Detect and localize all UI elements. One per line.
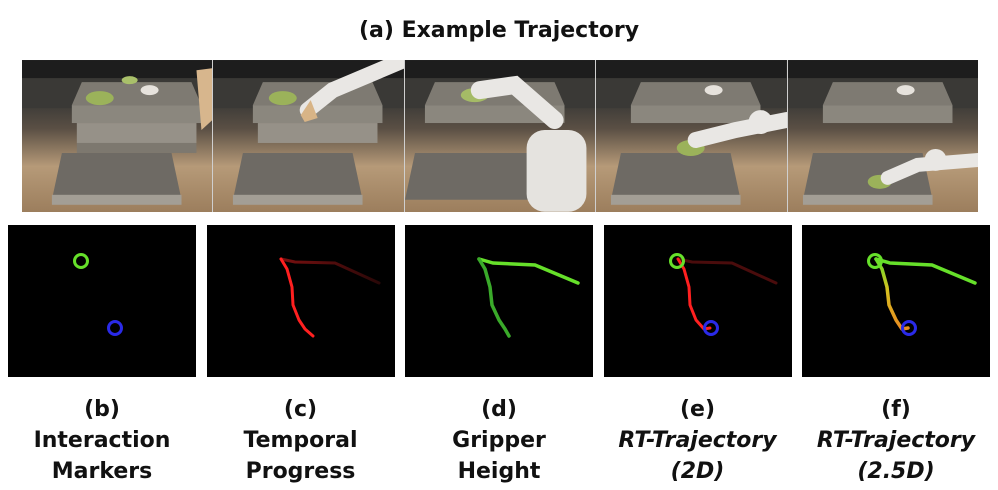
- frame-5-scene: [787, 60, 979, 205]
- caption-rt-trajectory-2d: (e) RT-Trajectory (2D): [604, 394, 792, 487]
- caption-line-2: (2.5D): [857, 459, 935, 484]
- progress-path-lower: [279, 257, 314, 338]
- caption-line-1: Gripper: [452, 428, 546, 453]
- panel-interaction-markers: [8, 225, 196, 377]
- frame-1-scene: [22, 60, 213, 205]
- caption-gripper-height: (d) Gripper Height: [405, 394, 593, 487]
- trajectory-representation-panels: [8, 225, 990, 377]
- panel-gripper-height: [405, 225, 593, 377]
- caption-interaction-markers: (b) Interaction Markers: [8, 394, 196, 487]
- trajectory-frame-4: [595, 60, 787, 212]
- traj2d-path-upper: [676, 257, 777, 285]
- caption-line-2: Height: [457, 459, 541, 484]
- start-marker: [867, 253, 883, 269]
- caption-letter: (c): [283, 397, 318, 422]
- trajectory-frame-1: [22, 60, 213, 212]
- end-marker: [901, 320, 917, 336]
- caption-line-2: Markers: [51, 459, 153, 484]
- trajectory-frame-5: [786, 60, 979, 212]
- caption-letter: (b): [84, 397, 120, 422]
- caption-line-1: RT-Trajectory: [816, 428, 976, 453]
- panel-rt-trajectory-2-5d: [802, 225, 990, 377]
- traj2d-path-lower: [676, 257, 711, 331]
- figure-title: (a) Example Trajectory: [358, 18, 640, 43]
- start-marker: [668, 253, 685, 269]
- end-marker: [107, 320, 123, 336]
- height-path-lower: [477, 257, 511, 338]
- caption-temporal-progress: (c) Temporal Progress: [207, 394, 395, 487]
- trajectory-photo-strip: [22, 60, 979, 212]
- caption-letter: (d): [481, 397, 517, 422]
- traj25d-path-lower: [874, 257, 910, 331]
- frame-4-scene: [596, 60, 787, 205]
- panel-rt-trajectory-2d: [603, 225, 792, 377]
- caption-line-2: (2D): [670, 459, 725, 484]
- frame-3-scene: [404, 60, 596, 212]
- caption-letter: (e): [679, 397, 716, 422]
- caption-line-1: Temporal: [243, 428, 358, 453]
- trajectory-frame-3: [403, 60, 596, 212]
- gripper-height-drawing: [477, 257, 580, 338]
- caption-line-2: Progress: [245, 459, 356, 484]
- caption-line-1: RT-Trajectory: [618, 428, 777, 453]
- rt-trajectory-2-5d-drawing: [867, 253, 977, 336]
- caption-letter: (f): [881, 397, 911, 422]
- temporal-progress-drawing: [279, 257, 380, 338]
- trajectory-frame-2: [212, 60, 404, 212]
- frame-2-scene: [213, 60, 404, 205]
- panel-captions: (b) Interaction Markers (c) Temporal Pro…: [8, 394, 990, 487]
- interaction-markers-drawing: [73, 253, 123, 336]
- start-marker: [73, 253, 89, 269]
- height-path-upper: [477, 257, 580, 285]
- caption-rt-trajectory-2-5d: (f) RT-Trajectory (2.5D): [802, 394, 990, 487]
- progress-path-upper: [279, 257, 380, 285]
- panel-temporal-progress: [206, 225, 395, 377]
- rt-trajectory-2d-drawing: [668, 253, 777, 336]
- caption-line-1: Interaction: [33, 428, 171, 453]
- traj25d-path-upper: [874, 257, 977, 285]
- end-marker: [702, 320, 719, 336]
